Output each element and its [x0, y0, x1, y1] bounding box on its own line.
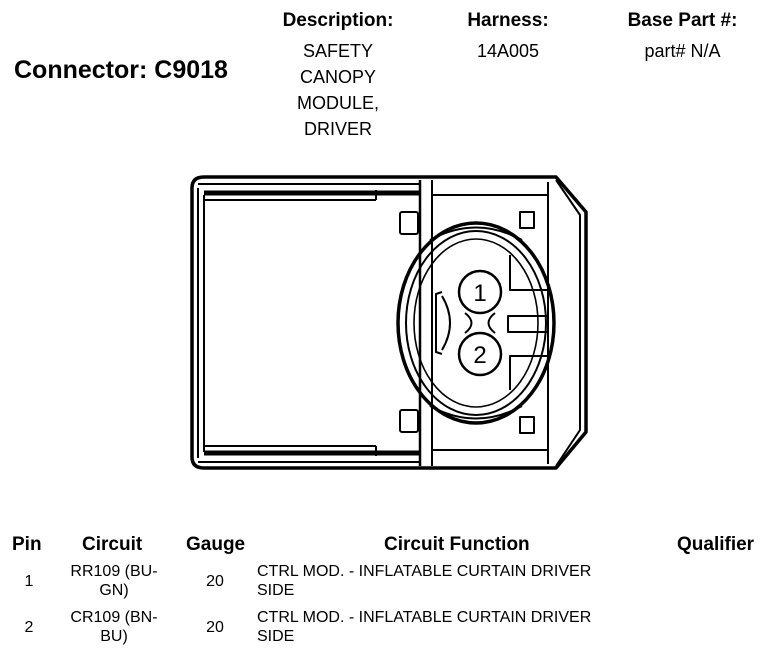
description-line: CANOPY [299, 67, 377, 87]
description-value: SAFETY CANOPY MODULE, DRIVER [268, 38, 408, 142]
circuit-line: GN) [99, 582, 129, 599]
column-header-circuit-function: Circuit Function [384, 534, 530, 555]
harness-value: 14A005 [476, 41, 540, 61]
function-line: CTRL MOD. - INFLATABLE CURTAIN DRIVER [257, 609, 592, 626]
column-header-pin: Pin [12, 534, 42, 555]
column-header-qualifier: Qualifier [677, 534, 755, 555]
center-key [507, 315, 549, 333]
circuit-line: CR109 (BN- [70, 609, 158, 626]
gauge-value: 20 [206, 573, 224, 590]
socket-outer-ring [396, 221, 556, 425]
description-line: SAFETY [302, 41, 373, 61]
lower-lock-tab [399, 409, 419, 433]
pin-number: 1 [24, 573, 34, 590]
column-header-gauge: Gauge [186, 534, 246, 555]
circuit-function: CTRL MOD. - INFLATABLE CURTAIN DRIVER SI… [257, 562, 677, 600]
pin-number: 2 [24, 619, 34, 636]
connector-title: Connector: C9018 [14, 56, 228, 84]
function-line: CTRL MOD. - INFLATABLE CURTAIN DRIVER [257, 563, 592, 580]
pin-2-cavity [457, 331, 503, 377]
pin-1-cavity [457, 269, 503, 315]
description-line: MODULE, [296, 93, 379, 113]
gauge-value: 20 [206, 619, 224, 636]
base-part-value: part# N/A [644, 41, 721, 61]
column-header-circuit: Circuit [82, 534, 143, 555]
table-row: 1 RR109 (BU- GN) 20 CTRL MOD. - INFLATAB… [0, 560, 778, 604]
housing-outline [190, 175, 588, 470]
pin-2-number: 2 [473, 342, 486, 369]
table-row: 2 CR109 (BN- BU) 20 CTRL MOD. - INFLATAB… [0, 604, 778, 650]
base-part-label: Base Part #: [627, 10, 738, 31]
circuit-value: CR109 (BN- BU) [58, 608, 170, 646]
circuit-line: BU) [100, 628, 128, 645]
description-line: DRIVER [303, 119, 372, 139]
harness-label: Harness: [467, 10, 549, 31]
circuit-function: CTRL MOD. - INFLATABLE CURTAIN DRIVER SI… [257, 608, 677, 646]
pin-1-number: 1 [473, 280, 486, 307]
function-line: SIDE [257, 582, 295, 599]
function-line: SIDE [257, 628, 295, 645]
upper-lock-tab [399, 211, 419, 235]
description-label: Description: [282, 10, 394, 31]
circuit-value: RR109 (BU- GN) [58, 562, 170, 600]
connector-face-diagram: 1 2 [190, 175, 588, 470]
circuit-line: RR109 (BU- [70, 563, 158, 580]
